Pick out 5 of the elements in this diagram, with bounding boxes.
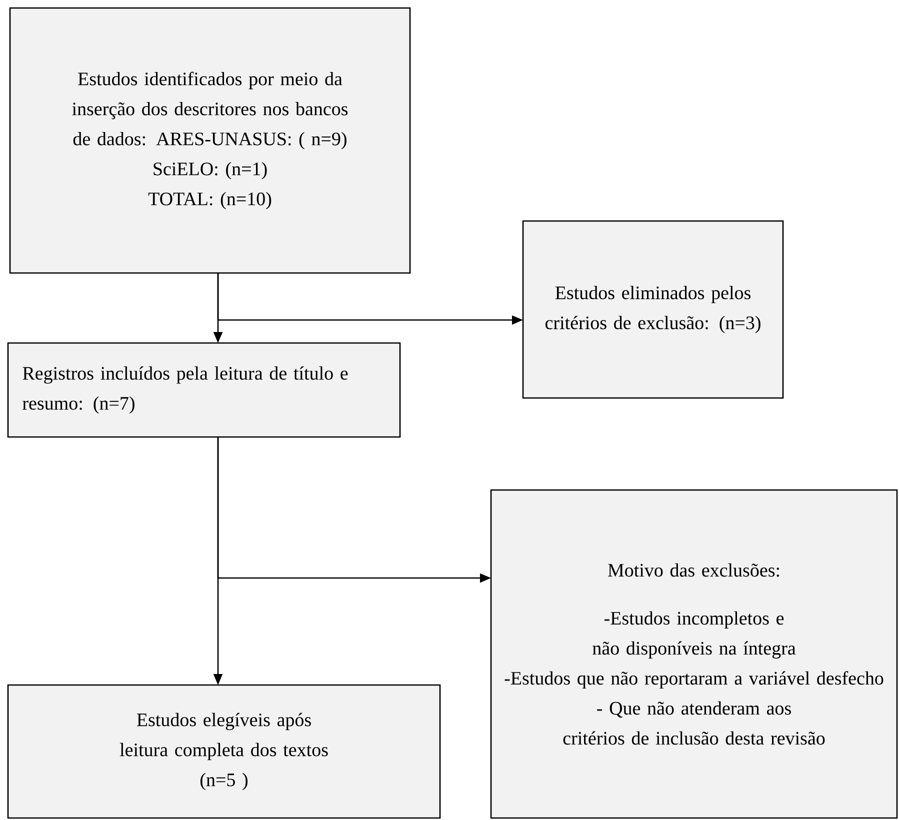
process-box: Estudos eliminados pelos critérios de exclusão: (n=3)	[522, 220, 784, 399]
process-box: Motivo das exclusões: -Estudos incompletos e não disponíveis na íntegra -Estudos que não reportaram a variável desfecho - Que não atenderam aos critérios de inclusão desta revisão	[490, 489, 898, 819]
process-box: Estudos identificados por meio da inserção dos descritores nos bancos de dados: ARES-UNASUS: ( n=9) SciELO: (n=1) TOTAL: (n=10)	[9, 7, 411, 274]
process-box: Estudos elegíveis após leitura completa dos textos (n=5 )	[7, 684, 441, 819]
process-box: Registros incluídos pela leitura de título e resumo: (n=7)	[7, 342, 401, 438]
